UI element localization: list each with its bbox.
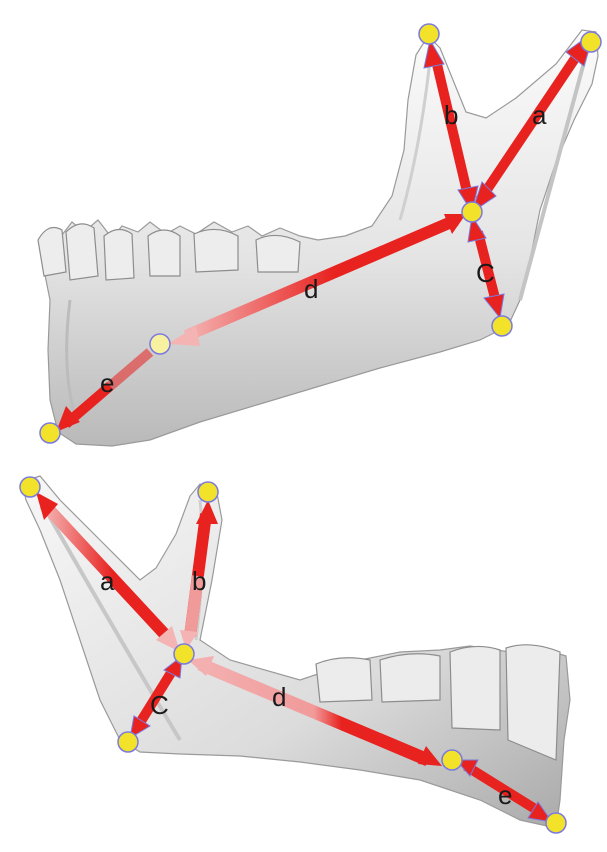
upper-landmark-mental	[150, 334, 170, 354]
upper-landmark-condyle	[581, 32, 601, 52]
lower-label-e: e	[498, 780, 512, 810]
upper-landmark-coronoid	[419, 24, 439, 44]
lower-label-b: b	[192, 566, 206, 596]
upper-label-e: e	[100, 368, 114, 398]
lower-label-a: a	[100, 566, 115, 596]
upper-landmark-gonion	[492, 316, 512, 336]
lower-landmark-coronoid	[198, 482, 218, 502]
upper-landmark-menton	[40, 423, 60, 443]
upper-landmark-ramus-center	[462, 202, 482, 222]
upper-label-c: C	[476, 258, 495, 288]
upper-teeth	[38, 224, 300, 280]
lower-landmark-menton	[546, 813, 566, 833]
lower-landmark-gonion	[118, 732, 138, 752]
lower-landmark-ramus-center	[174, 644, 194, 664]
upper-label-a: a	[532, 100, 547, 130]
lower-label-d: d	[272, 682, 286, 712]
upper-panel: a b C d e	[38, 24, 601, 446]
lower-landmark-condyle	[20, 477, 40, 497]
upper-label-d: d	[304, 274, 318, 304]
lower-label-c: C	[150, 690, 169, 720]
lower-panel: a b C d e	[20, 476, 570, 833]
upper-label-b: b	[444, 100, 458, 130]
lower-landmark-mental	[442, 750, 462, 770]
